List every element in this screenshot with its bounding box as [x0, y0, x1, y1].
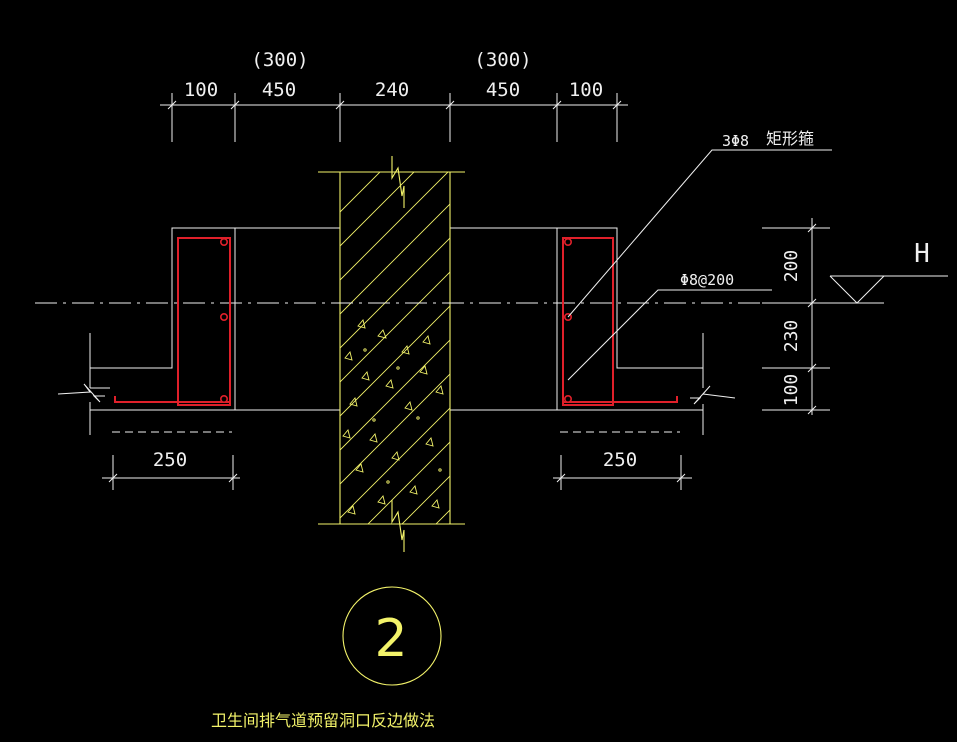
dim-top-1: 100: [184, 79, 218, 101]
dim-top-alt-right: (300): [474, 49, 531, 71]
leader-stirrup-count: 3Φ8: [722, 132, 749, 150]
leader-distribution: Φ8@200: [680, 271, 734, 289]
bottom-right-dimension: [553, 455, 692, 490]
dim-vertical-3: 100: [781, 374, 802, 407]
detail-caption: 卫生间排气道预留洞口反边做法: [211, 711, 435, 730]
bottom-left-dimension: [102, 455, 240, 490]
dim-bottom-left: 250: [153, 449, 187, 471]
detail-bubble: [342, 586, 442, 686]
dim-top-5: 100: [569, 79, 603, 101]
rebar-dot: [563, 238, 572, 247]
dim-bottom-right: 250: [603, 449, 637, 471]
break-mark-bottom: [391, 500, 405, 552]
left-rebar-stirrup: [114, 237, 231, 406]
rebar-dot: [220, 394, 229, 403]
rebar-dot: [220, 238, 229, 247]
leader-lines: [567, 149, 832, 381]
wall-hatch: [340, 172, 450, 524]
rebar-dot: [563, 394, 572, 403]
right-rebar-stirrup: [562, 237, 678, 406]
break-mark-top: [391, 156, 405, 208]
left-curb-outline: [57, 227, 340, 435]
dim-top-alt-left: (300): [251, 49, 308, 71]
center-wall: [318, 156, 465, 552]
elevation-marker: [812, 275, 948, 304]
concrete-aggregate: [342, 319, 444, 515]
leader-stirrup-type: 矩形箍: [766, 129, 814, 148]
top-dimension-chain: [160, 93, 628, 142]
dim-top-4: 450: [486, 79, 520, 101]
dim-top-2: 450: [262, 79, 296, 101]
dim-top-3: 240: [375, 79, 409, 101]
right-curb-outline: [450, 227, 736, 435]
elevation-label: H: [914, 239, 930, 269]
dim-vertical-2: 230: [781, 320, 802, 353]
rebar-dot: [220, 312, 229, 321]
detail-number: 2: [374, 609, 407, 669]
dim-vertical-1: 200: [781, 250, 802, 283]
